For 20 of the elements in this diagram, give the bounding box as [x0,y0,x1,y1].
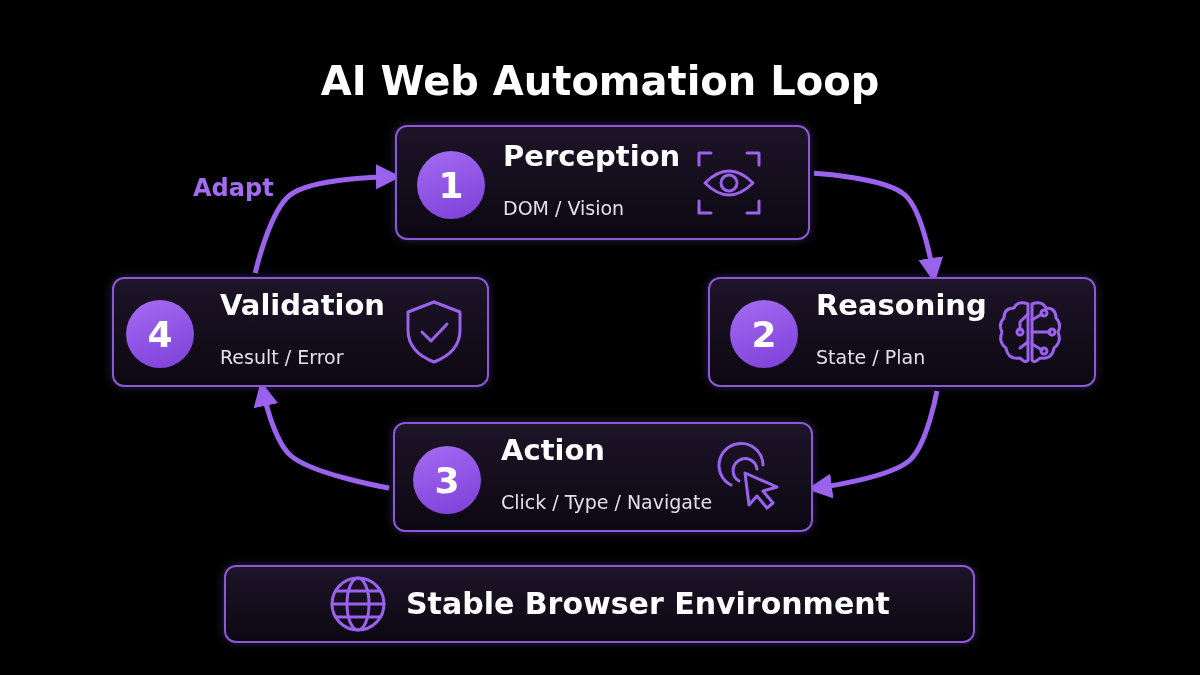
step-box [224,565,975,643]
step-box [112,277,489,387]
step-number: 1 [438,164,464,206]
step-subtitle: State / Plan [816,346,926,368]
step-title: Validation [220,288,385,322]
step-title: Reasoning [816,288,987,322]
step-title: Action [501,433,605,467]
step-subtitle: Click / Type / Navigate [501,491,713,513]
edge-label: Adapt [190,174,277,202]
step-number: 4 [147,313,173,355]
diagram-title: AI Web Automation Loop [319,58,881,104]
step-box [708,277,1096,387]
step-box [395,125,810,240]
step-box [393,422,813,532]
step-number: 2 [751,313,777,355]
step-number: 3 [434,459,460,501]
step-title: Perception [503,138,681,173]
step-subtitle: Result / Error [220,346,344,368]
box-title: Stable Browser Environment [406,586,890,621]
step-subtitle: DOM / Vision [503,196,625,219]
